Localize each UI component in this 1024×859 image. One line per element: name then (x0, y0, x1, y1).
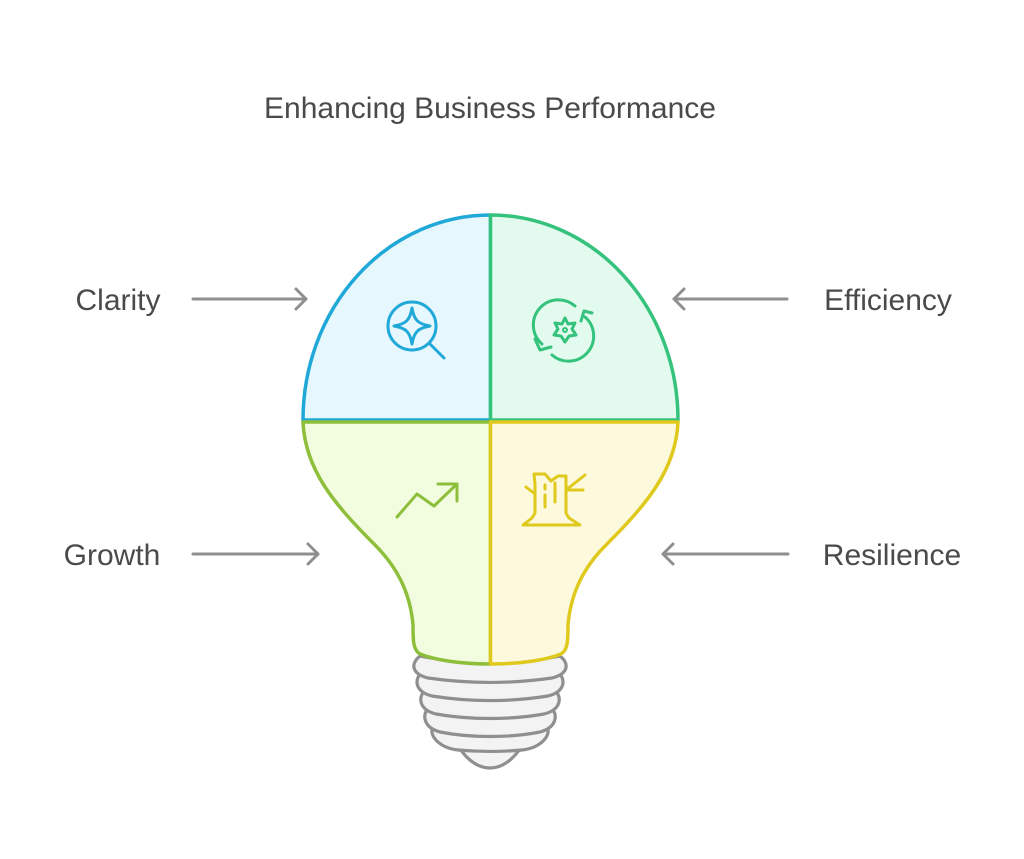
label-clarity: Clarity (75, 284, 160, 317)
arrow-left-icon (672, 287, 789, 311)
quadrant-clarity (301, 213, 493, 422)
bulb-base (412, 654, 568, 770)
callout-efficiency: Efficiency (672, 284, 952, 317)
arrow-right-icon (191, 287, 308, 311)
label-growth: Growth (64, 539, 161, 572)
bulb-quadrants (301, 213, 680, 666)
arrow-left-icon (661, 542, 790, 566)
tree-stump-icon (521, 472, 587, 527)
callout-resilience: Resilience (661, 539, 961, 572)
quadrant-resilience (488, 420, 680, 666)
gear-cycle-icon (531, 298, 596, 363)
arrow-right-icon (191, 542, 320, 566)
trending-up-icon (395, 482, 459, 519)
diagram-title: Enhancing Business Performance (264, 92, 716, 125)
quadrant-growth (301, 420, 493, 666)
callout-growth: Growth (64, 539, 320, 572)
callout-clarity: Clarity (75, 284, 308, 317)
label-efficiency: Efficiency (824, 284, 952, 317)
magnifier-sparkle-icon (386, 300, 446, 360)
label-resilience: Resilience (823, 539, 961, 572)
